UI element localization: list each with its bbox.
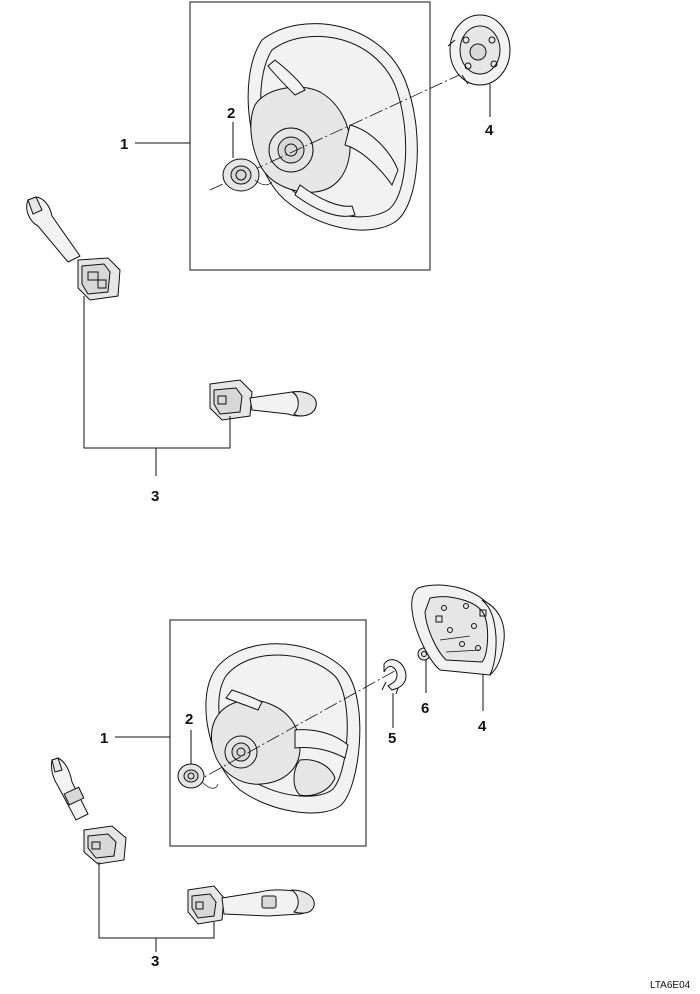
bottom-steering-wheel xyxy=(189,643,401,814)
bottom-callout-6: 6 xyxy=(421,700,429,717)
top-assembly: 1 2 3 4 xyxy=(26,1,511,505)
bottom-wheel-frame xyxy=(169,619,367,847)
bottom-callout-1: 1 xyxy=(100,730,108,747)
top-steering-wheel xyxy=(209,23,471,231)
top-left-switch xyxy=(26,196,121,301)
top-callout-2: 2 xyxy=(227,105,235,122)
bottom-callout-5: 5 xyxy=(388,730,396,747)
bottom-clock-spring xyxy=(177,730,219,789)
bottom-callout-2: 2 xyxy=(185,711,193,728)
top-switch-bracket xyxy=(83,296,231,476)
bottom-callout-4: 4 xyxy=(478,718,487,735)
top-clock-spring xyxy=(222,122,273,192)
top-callout-3: 3 xyxy=(151,488,159,505)
bottom-bracket xyxy=(381,659,407,728)
top-wheel-frame xyxy=(189,1,431,271)
bottom-airbag-module xyxy=(411,584,505,711)
top-callout-4: 4 xyxy=(485,122,494,139)
bottom-assembly: 1 2 3 4 5 6 xyxy=(51,584,505,970)
bottom-switch-bracket xyxy=(98,862,215,952)
top-right-switch xyxy=(209,379,317,421)
figure-code: LTA6E04 xyxy=(650,980,691,991)
bottom-left-switch xyxy=(51,757,127,865)
top-callout-1: 1 xyxy=(120,136,128,153)
bottom-right-switch xyxy=(187,885,315,925)
bottom-callout-3: 3 xyxy=(151,953,159,970)
top-horn-pad xyxy=(447,14,511,117)
